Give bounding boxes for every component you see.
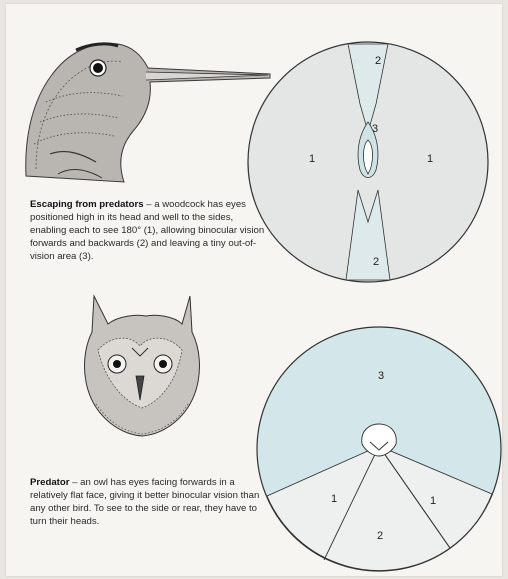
- woodcock-label-rear-binocular: 2: [373, 256, 379, 268]
- woodcock-caption: Escaping from predators – a woodcock has…: [30, 198, 270, 263]
- woodcock-vision-diagram: 2 3 1 1 2: [248, 42, 488, 282]
- owl-caption-title: Predator: [30, 477, 69, 488]
- woodcock-label-front-binocular: 2: [375, 55, 381, 67]
- woodcock-label-right-field: 1: [427, 153, 433, 165]
- woodcock-head-illustration: [26, 43, 270, 182]
- owl-label-binocular: 2: [377, 530, 383, 542]
- owl-label-right-field: 1: [430, 495, 436, 507]
- owl-caption: Predator – an owl has eyes facing forwar…: [30, 476, 270, 528]
- woodcock-caption-title: Escaping from predators: [30, 199, 144, 210]
- owl-vision-diagram: 3 1 1 2: [257, 327, 501, 571]
- owl-label-blind-area: 3: [378, 370, 384, 382]
- woodcock-label-blind-area: 3: [372, 123, 378, 135]
- page: 2 3 1 1 2 3: [6, 4, 502, 576]
- owl-label-left-field: 1: [331, 493, 337, 505]
- owl-head-illustration: [85, 296, 200, 436]
- woodcock-label-left-field: 1: [309, 153, 315, 165]
